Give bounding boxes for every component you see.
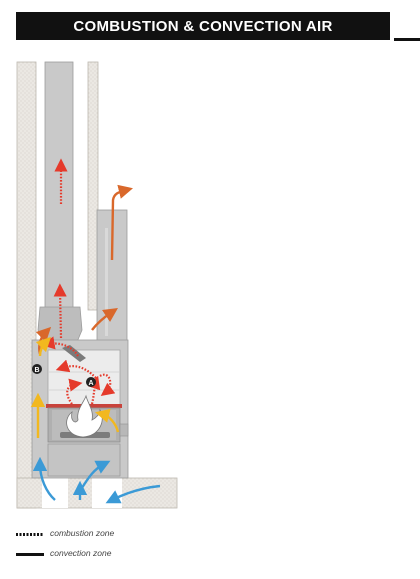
header-bar: COMBUSTION & CONVECTION AIR [16, 12, 390, 40]
combustion-arrow-icon [66, 378, 83, 405]
room-air-arrow-icon [95, 408, 120, 433]
marker-a-label: A [88, 380, 93, 387]
floor-opening-left [42, 478, 68, 508]
header-rule [394, 38, 420, 41]
legend-row-convection: convection zone [16, 548, 216, 568]
page-title: COMBUSTION & CONVECTION AIR [73, 17, 333, 35]
room-air-arrow-icon [35, 336, 52, 357]
convection-arrow-icon [110, 184, 133, 261]
side-block [119, 423, 129, 437]
flue-pipe [44, 61, 74, 313]
marker-a: A [86, 377, 96, 387]
right-wall-upper [87, 61, 99, 311]
cool-air-arrows [32, 456, 161, 504]
baffle [62, 345, 86, 362]
legend: combustion zone convection zone [16, 528, 216, 568]
combustion-arrow-icon [99, 373, 116, 396]
room-air-arrow-icon [105, 484, 161, 504]
convection-arrow-icon [91, 308, 118, 331]
legend-label-convection: convection zone [50, 548, 112, 558]
convection-stack-edge [105, 228, 108, 336]
dotted-line-icon [16, 533, 44, 536]
combustion-arrow-icon [55, 359, 97, 379]
legend-label-combustion: combustion zone [50, 528, 115, 538]
solid-line-icon [16, 553, 44, 556]
base-unit [47, 443, 121, 477]
legend-row-combustion: combustion zone [16, 528, 216, 548]
combustion-arrow-icon [41, 336, 79, 357]
warm-air-arrows [30, 336, 120, 438]
marker-b-label: B [34, 367, 39, 374]
floor-opening-right [92, 478, 122, 508]
room-air-arrow-icon [32, 456, 56, 501]
marker-b: B [32, 364, 42, 374]
